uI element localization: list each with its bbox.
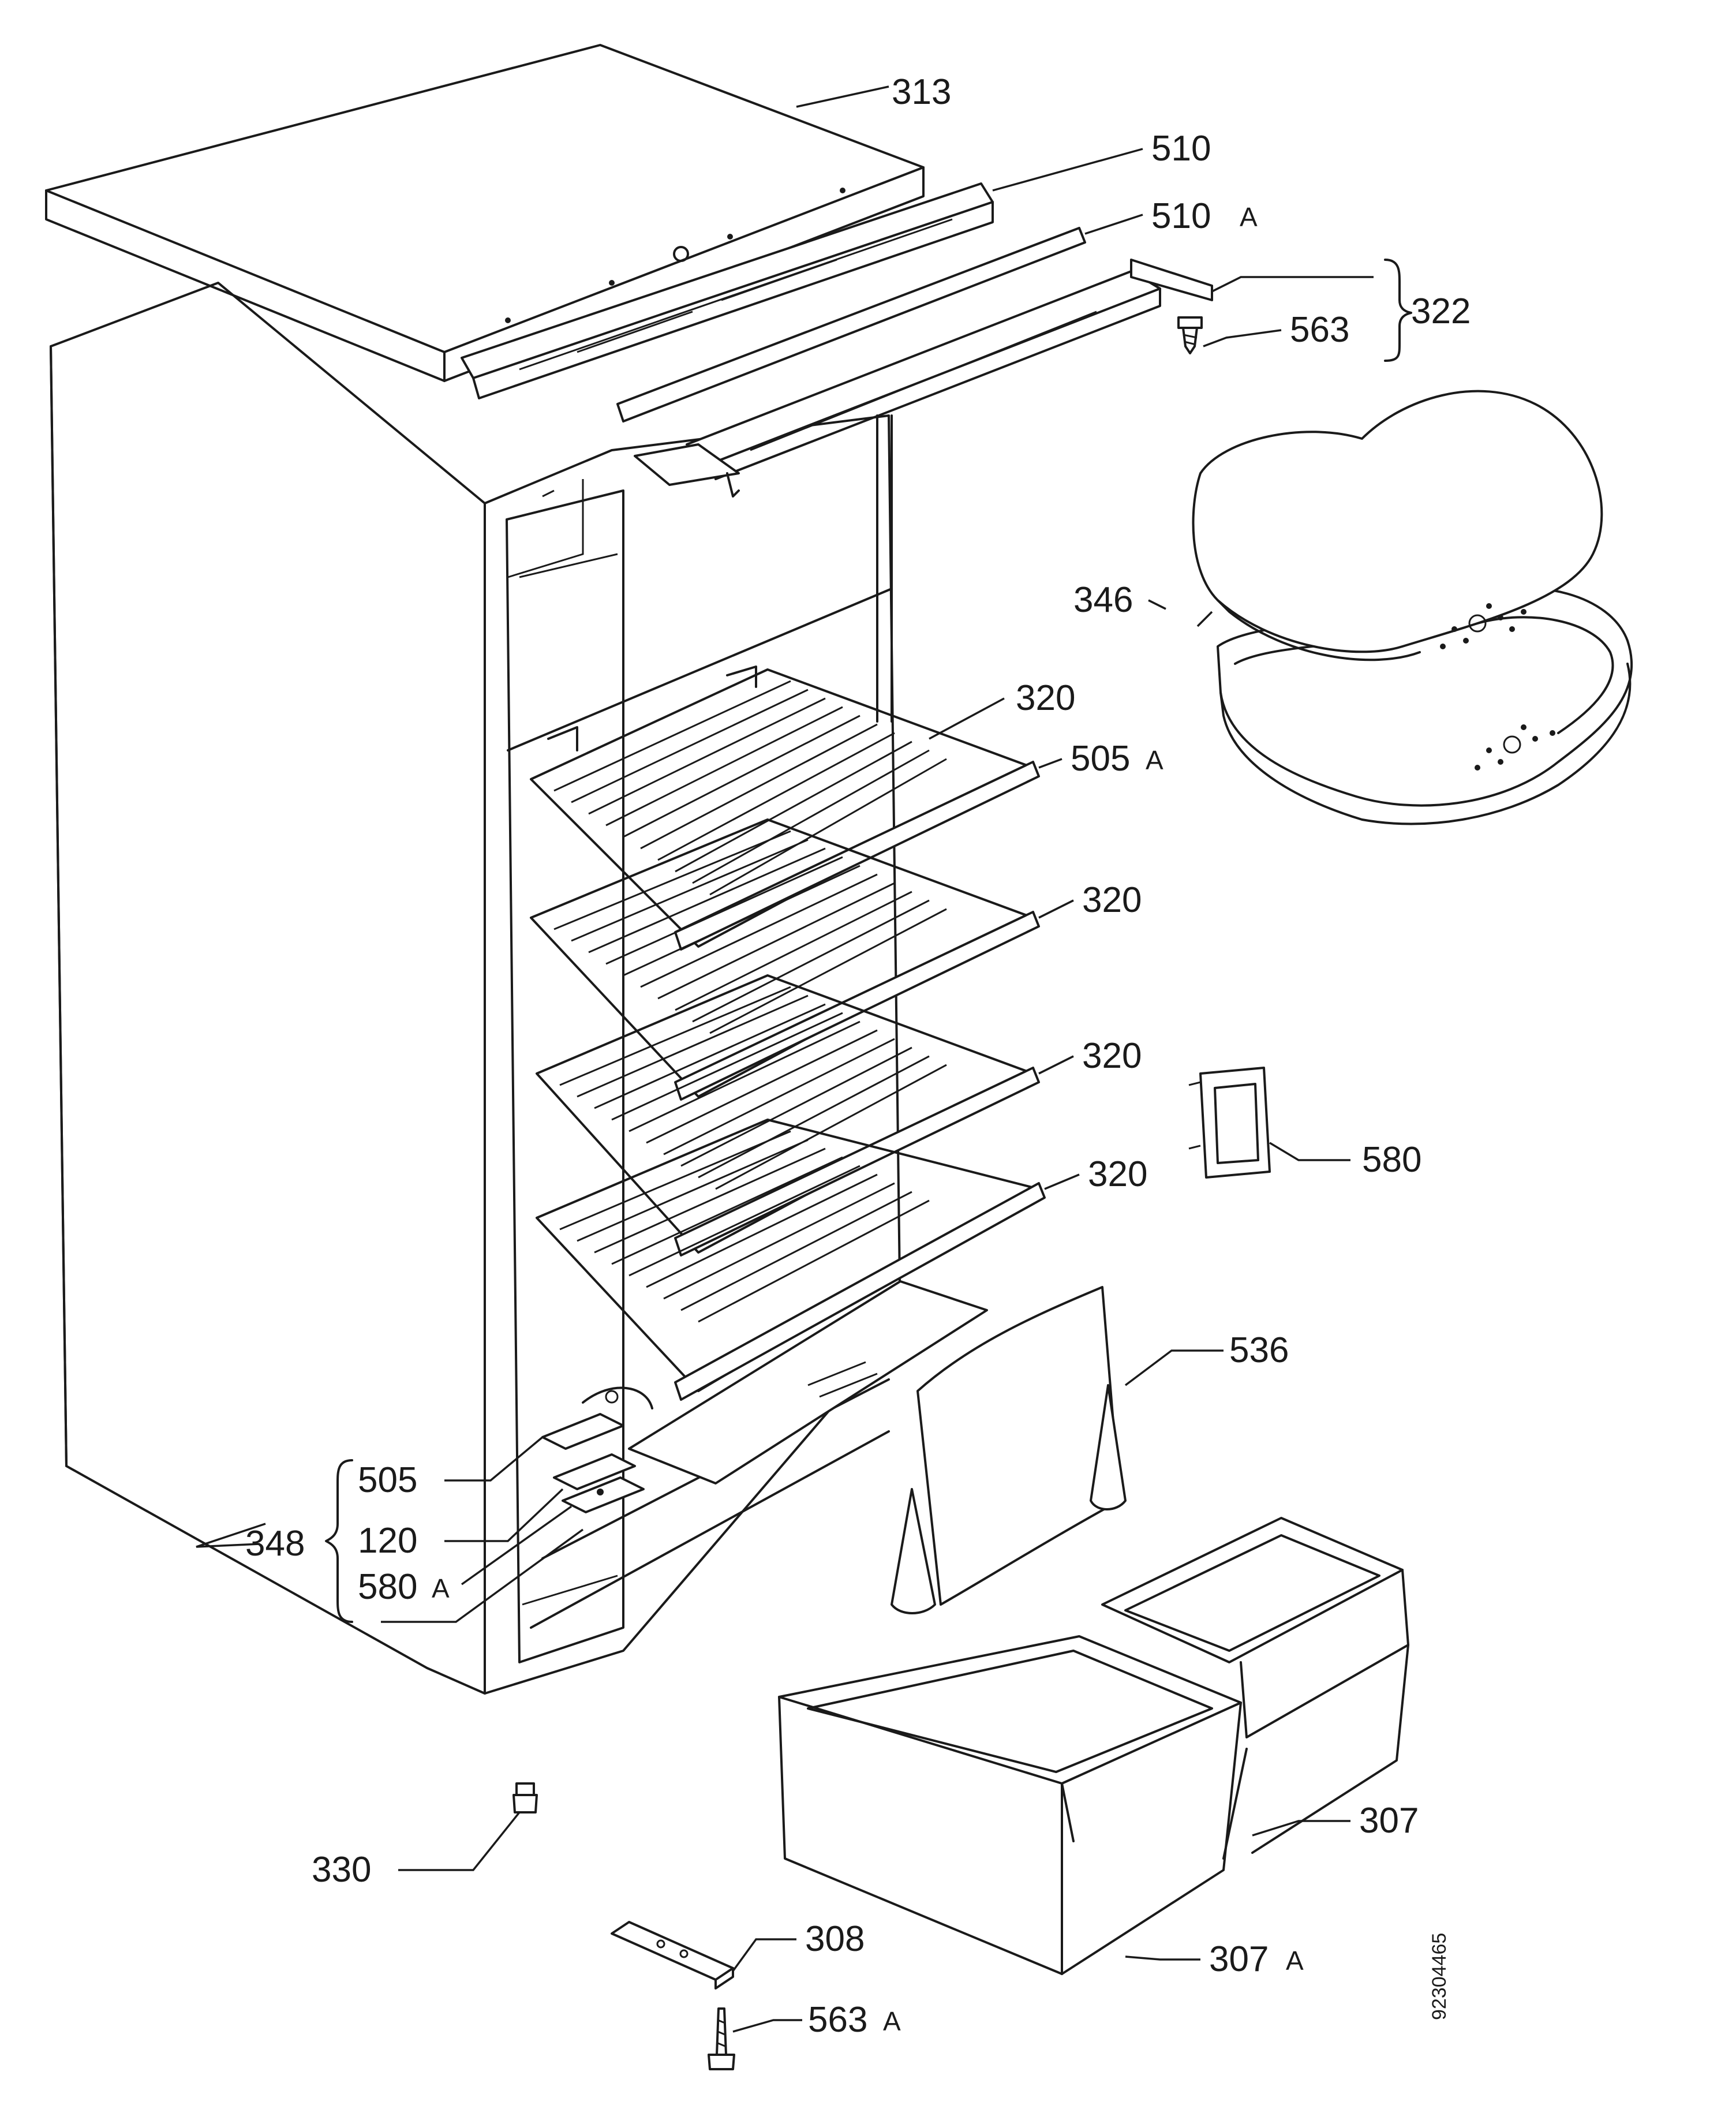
- callout-505a: 505: [1071, 739, 1130, 779]
- refrigerator-cabinet: [50, 282, 901, 1695]
- door-bin-large: [778, 1635, 1242, 1975]
- callout-505: 505: [358, 1460, 417, 1500]
- lamp-assembly: [541, 1413, 645, 1513]
- callout-320-3: 320: [1082, 1036, 1142, 1076]
- callout-307a: 307: [1209, 1939, 1269, 1979]
- wire-shelf-1: [530, 665, 1040, 951]
- callout-580a: 580: [358, 1567, 417, 1607]
- callout-320-2: 320: [1082, 880, 1142, 920]
- callout-120: 120: [358, 1521, 417, 1561]
- glass-plate: [582, 1280, 988, 1484]
- callout-580a-suffix: A: [432, 1573, 450, 1603]
- callout-510a: 510: [1151, 196, 1211, 236]
- evaporator-drain-plate: [1188, 1067, 1271, 1179]
- wire-shelf-2: [530, 818, 1040, 1101]
- callout-308: 308: [805, 1919, 865, 1959]
- hinge-bracket-assembly: [634, 259, 1213, 498]
- hinge-screw: [1177, 316, 1203, 354]
- brace-322: [1384, 259, 1412, 362]
- egg-holes: [1440, 603, 1555, 771]
- callout-580: 580: [1362, 1140, 1421, 1180]
- brace-348: [325, 1459, 353, 1623]
- callout-510: 510: [1151, 129, 1211, 169]
- callout-320-4: 320: [1088, 1154, 1147, 1194]
- egg-tray-and-cover: [1192, 390, 1633, 825]
- front-strip: [616, 227, 1086, 422]
- callout-307: 307: [1359, 1801, 1419, 1841]
- callout-348: 348: [245, 1524, 305, 1564]
- callout-536: 536: [1229, 1330, 1289, 1370]
- front-rail: [461, 182, 994, 399]
- callout-322: 322: [1411, 291, 1471, 331]
- callout-563a: 563: [808, 2000, 867, 2040]
- foot-screw: [512, 1782, 538, 1813]
- wire-shelf-4: [536, 1119, 1046, 1401]
- callout-330: 330: [312, 1850, 371, 1890]
- bottle-divider: [891, 1286, 1127, 1614]
- bottom-hinge-pin: [708, 2007, 735, 2070]
- callout-307a-suffix: A: [1286, 1946, 1304, 1976]
- callout-labels: 313 510 510 A 322 563 346 320 505 A 320 …: [245, 72, 1471, 2040]
- drawing-number: 92304465: [1428, 1933, 1450, 2020]
- callout-510a-suffix: A: [1240, 202, 1258, 232]
- callout-505a-suffix: A: [1146, 745, 1163, 775]
- callout-320-1: 320: [1016, 678, 1075, 718]
- bottom-hinge: [611, 1921, 734, 1990]
- wire-shelf-3: [536, 974, 1040, 1257]
- callout-563: 563: [1290, 310, 1349, 350]
- leader-lines: [196, 85, 1374, 2033]
- callout-346: 346: [1073, 580, 1133, 620]
- callout-313: 313: [892, 72, 951, 112]
- callout-563a-suffix: A: [883, 2006, 901, 2036]
